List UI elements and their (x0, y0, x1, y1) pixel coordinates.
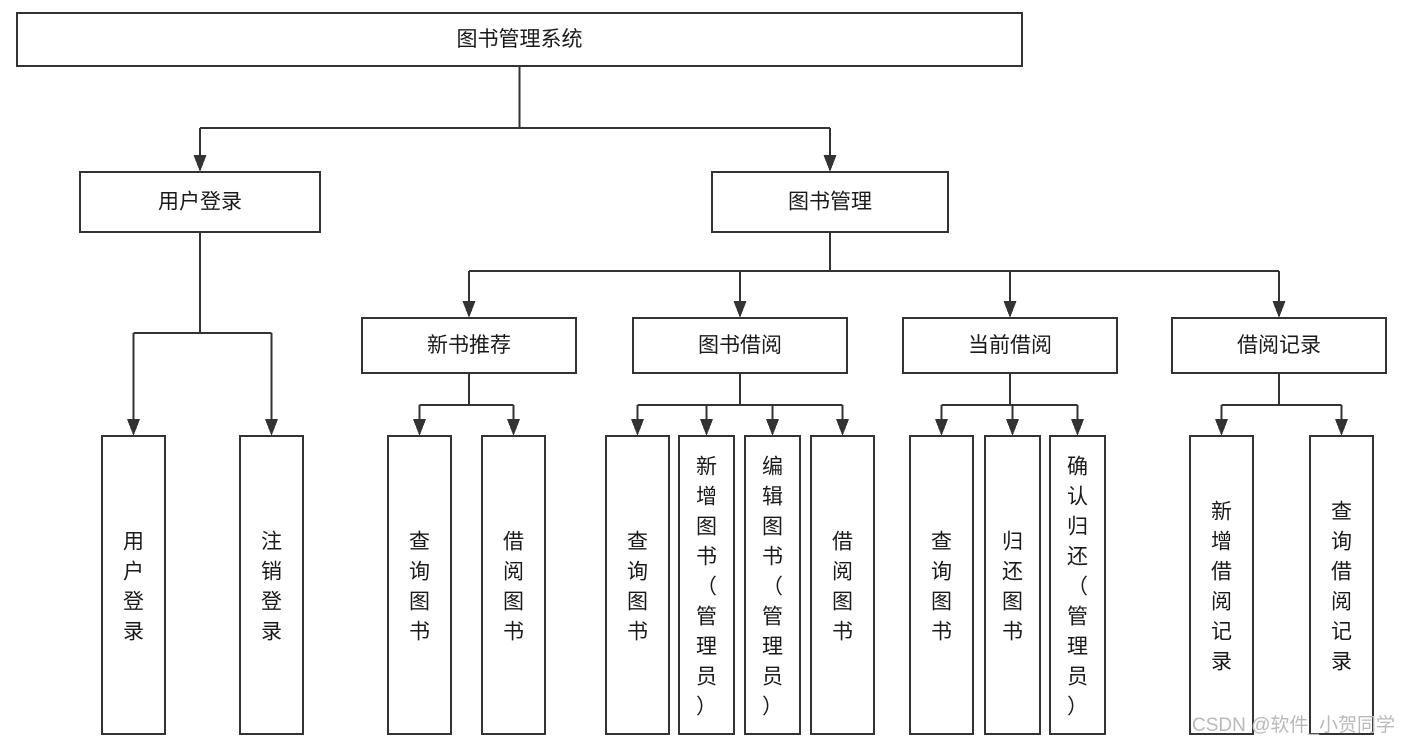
node-leaf-add-record[interactable]: 新增借阅记录 (1188, 434, 1255, 736)
arrow-head-leaf-borrow-book-rec (507, 419, 520, 436)
node-box-leaf-edit-book[interactable] (743, 434, 802, 736)
arrow-head-leaf-query-book-rec (413, 419, 426, 436)
node-box-user-login[interactable] (78, 170, 322, 234)
node-label-user-login: 用户登录 (158, 191, 242, 214)
node-leaf-borrow-book-rec[interactable]: 借阅图书 (480, 434, 547, 736)
node-label-leaf-user-logout: 注销登录 (261, 530, 282, 643)
arrow-head-current-borrow (1003, 301, 1017, 318)
node-leaf-query-book-rec[interactable]: 查询图书 (386, 434, 453, 736)
node-new-book-rec[interactable]: 新书推荐 (360, 316, 578, 375)
node-box-root[interactable] (15, 11, 1024, 68)
node-borrow-record[interactable]: 借阅记录 (1170, 316, 1388, 375)
node-label-book-manage: 图书管理 (788, 191, 872, 214)
node-box-leaf-user-logout[interactable] (238, 434, 305, 736)
node-box-leaf-query-book-cur[interactable] (908, 434, 975, 736)
node-leaf-user-login[interactable]: 用户登录 (100, 434, 167, 736)
node-box-book-manage[interactable] (710, 170, 950, 234)
watermark-layer: CSDN @软件_小贺同学 (1192, 714, 1395, 736)
node-label-leaf-query-record: 查询借阅记录 (1331, 500, 1352, 673)
node-label-leaf-edit-book: 编辑图书（管理员） (762, 455, 783, 718)
node-box-leaf-return-book[interactable] (983, 434, 1042, 736)
node-book-borrow[interactable]: 图书借阅 (631, 316, 849, 375)
node-root[interactable]: 图书管理系统 (15, 11, 1024, 68)
node-box-leaf-query-book-rec[interactable] (386, 434, 453, 736)
node-box-leaf-add-record[interactable] (1188, 434, 1255, 736)
node-layer: 图书管理系统用户登录图书管理新书推荐图书借阅当前借阅借阅记录用户登录注销登录查询… (15, 11, 1388, 736)
node-label-leaf-confirm-return: 确认归还（管理员） (1067, 455, 1088, 718)
connector-layer (127, 66, 1348, 436)
arrow-head-leaf-edit-book (766, 419, 779, 436)
node-box-leaf-borrow-book-rec[interactable] (480, 434, 547, 736)
node-label-leaf-query-book-rec: 查询图书 (409, 530, 430, 643)
node-box-current-borrow[interactable] (901, 316, 1119, 375)
node-label-leaf-query-book-cur: 查询图书 (931, 530, 952, 643)
node-label-leaf-add-book: 新增图书（管理员） (696, 455, 717, 718)
watermark-label: CSDN @软件_小贺同学 (1192, 714, 1395, 736)
arrow-head-borrow-record (1272, 301, 1286, 318)
node-leaf-confirm-return[interactable]: 确认归还（管理员） (1048, 434, 1107, 736)
arrow-head-leaf-query-book-cur (935, 419, 948, 436)
arrow-head-book-manage (823, 155, 837, 172)
arrow-head-leaf-add-book (700, 419, 713, 436)
node-box-leaf-add-book[interactable] (677, 434, 736, 736)
node-leaf-user-logout[interactable]: 注销登录 (238, 434, 305, 736)
node-leaf-query-record[interactable]: 查询借阅记录 (1308, 434, 1375, 736)
arrow-head-book-borrow (733, 301, 747, 318)
node-leaf-return-book[interactable]: 归还图书 (983, 434, 1042, 736)
arrow-head-new-book-rec (462, 301, 476, 318)
node-box-book-borrow[interactable] (631, 316, 849, 375)
node-label-leaf-return-book: 归还图书 (1002, 530, 1023, 643)
arrow-head-leaf-add-record (1215, 419, 1228, 436)
node-box-leaf-borrow-book[interactable] (809, 434, 876, 736)
node-leaf-edit-book[interactable]: 编辑图书（管理员） (743, 434, 802, 736)
node-box-leaf-user-login[interactable] (100, 434, 167, 736)
node-label-new-book-rec: 新书推荐 (427, 334, 511, 357)
arrow-head-leaf-query-book-borrow (631, 419, 644, 436)
node-label-leaf-borrow-book-rec: 借阅图书 (503, 530, 524, 643)
node-book-manage[interactable]: 图书管理 (710, 170, 950, 234)
arrow-head-leaf-confirm-return (1071, 419, 1084, 436)
node-leaf-add-book[interactable]: 新增图书（管理员） (677, 434, 736, 736)
node-label-leaf-user-login: 用户登录 (123, 530, 144, 643)
node-box-borrow-record[interactable] (1170, 316, 1388, 375)
node-label-current-borrow: 当前借阅 (968, 334, 1052, 357)
node-box-leaf-confirm-return[interactable] (1048, 434, 1107, 736)
node-box-new-book-rec[interactable] (360, 316, 578, 375)
node-leaf-borrow-book[interactable]: 借阅图书 (809, 434, 876, 736)
arrow-head-leaf-user-logout (265, 419, 278, 436)
node-label-book-borrow: 图书借阅 (698, 334, 782, 357)
node-leaf-query-book-cur[interactable]: 查询图书 (908, 434, 975, 736)
arrow-head-leaf-user-login (127, 419, 140, 436)
arrow-head-leaf-return-book (1006, 419, 1019, 436)
arrow-head-leaf-query-record (1335, 419, 1348, 436)
node-label-root: 图书管理系统 (457, 28, 583, 51)
node-label-leaf-add-record: 新增借阅记录 (1211, 500, 1232, 673)
node-label-leaf-borrow-book: 借阅图书 (832, 530, 853, 643)
node-label-borrow-record: 借阅记录 (1237, 334, 1321, 357)
node-leaf-query-book-borrow[interactable]: 查询图书 (604, 434, 671, 736)
node-box-leaf-query-record[interactable] (1308, 434, 1375, 736)
arrow-head-user-login (193, 155, 207, 172)
arrow-head-leaf-borrow-book (836, 419, 849, 436)
node-user-login[interactable]: 用户登录 (78, 170, 322, 234)
node-label-leaf-query-book-borrow: 查询图书 (627, 530, 648, 643)
node-box-leaf-query-book-borrow[interactable] (604, 434, 671, 736)
node-current-borrow[interactable]: 当前借阅 (901, 316, 1119, 375)
